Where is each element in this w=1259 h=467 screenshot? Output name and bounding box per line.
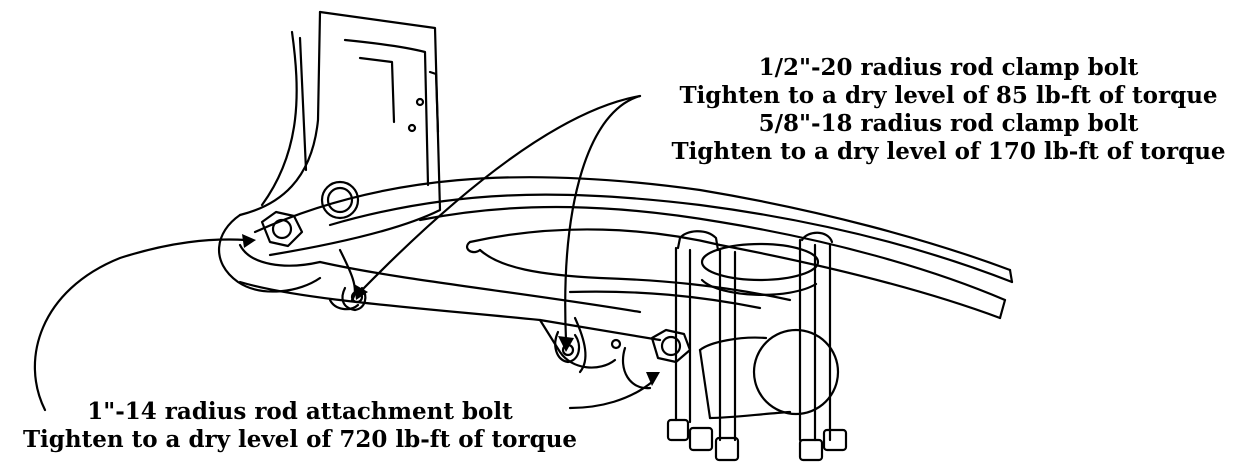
clamp-bolt-half-inch-spec: 1/2"-20 radius rod clamp bolt — [758, 54, 1139, 81]
clamp-bolt-torque-callout: 1/2"-20 radius rod clamp bolt Tighten to… — [640, 54, 1257, 166]
attachment-bolt-head — [260, 210, 304, 248]
leader-lines — [33, 94, 660, 412]
u-bolt-assembly — [674, 230, 834, 442]
clamp-bolt-five-eighths-spec: 5/8"-18 radius rod clamp bolt — [758, 110, 1139, 137]
rivet-hole — [407, 123, 417, 133]
u-bolt-nuts — [666, 418, 848, 462]
hanger-bracket — [218, 10, 442, 293]
axle-tube — [698, 328, 840, 420]
clamp-bolt-half-inch-torque: Tighten to a dry level of 85 lb-ft of to… — [679, 82, 1218, 109]
radius-rod — [238, 248, 662, 390]
rivet-hole — [415, 97, 425, 107]
attachment-bolt-torque: Tighten to a dry level of 720 lb-ft of t… — [22, 426, 578, 453]
bushing-eye — [320, 180, 360, 220]
attachment-bolt-spec: 1"-14 radius rod attachment bolt — [87, 398, 513, 425]
attachment-bolt-torque-callout: 1"-14 radius rod attachment bolt Tighten… — [0, 398, 600, 454]
leaf-spring — [253, 176, 1014, 320]
radius-rod-nut — [650, 328, 692, 364]
clamp-bolt-five-eighths-torque: Tighten to a dry level of 170 lb-ft of t… — [671, 138, 1226, 165]
